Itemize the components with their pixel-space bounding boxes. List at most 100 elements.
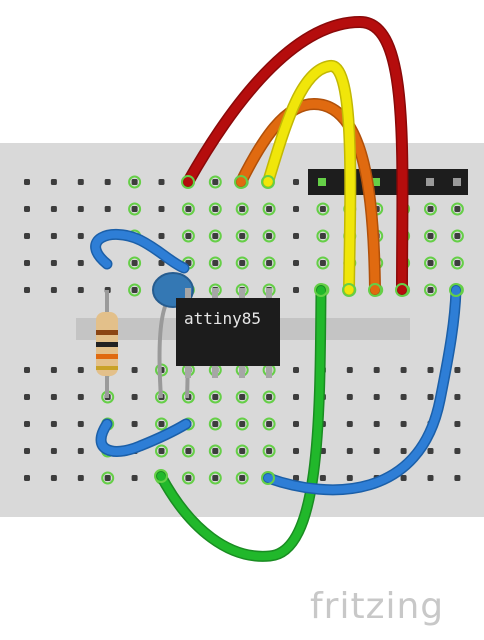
header-pin bbox=[426, 178, 434, 186]
breadboard-hole bbox=[293, 287, 299, 293]
breadboard-hole bbox=[427, 260, 434, 266]
breadboard-hole bbox=[373, 448, 380, 454]
breadboard-hole bbox=[131, 475, 138, 481]
hole-highlight bbox=[208, 256, 222, 270]
breadboard-hole bbox=[454, 448, 461, 454]
chip-pin bbox=[185, 366, 191, 378]
hole-highlight bbox=[450, 256, 464, 270]
breadboard-hole bbox=[293, 367, 299, 373]
hole-highlight bbox=[235, 229, 249, 243]
breadboard-hole bbox=[50, 233, 57, 239]
hole-highlight bbox=[155, 417, 168, 431]
hole-highlight bbox=[424, 256, 437, 270]
breadboard-hole bbox=[185, 448, 192, 454]
breadboard-hole bbox=[77, 394, 84, 400]
breadboard-hole bbox=[24, 394, 30, 400]
breadboard-hole bbox=[427, 475, 434, 481]
wire-blue-top-left bbox=[90, 228, 190, 274]
fritzing-logo: fritzing bbox=[310, 586, 445, 627]
breadboard-hole bbox=[212, 260, 219, 266]
pin-header bbox=[308, 169, 468, 195]
hole-highlight bbox=[235, 202, 249, 216]
breadboard-hole bbox=[77, 448, 84, 454]
breadboard-hole bbox=[24, 475, 30, 481]
breadboard-hole bbox=[104, 206, 111, 212]
hole-highlight bbox=[316, 256, 330, 270]
chip-pin bbox=[212, 288, 218, 300]
hole-highlight bbox=[424, 283, 437, 297]
breadboard-hole bbox=[454, 421, 461, 427]
chip-pin bbox=[239, 288, 245, 300]
hole-highlight bbox=[262, 444, 276, 458]
breadboard-hole bbox=[319, 260, 326, 266]
breadboard-hole bbox=[293, 394, 299, 400]
breadboard-hole bbox=[427, 233, 434, 239]
attiny85-chip: attiny85 bbox=[176, 288, 280, 378]
breadboard-hole bbox=[454, 233, 461, 239]
breadboard-hole bbox=[158, 179, 165, 185]
breadboard-hole bbox=[77, 206, 84, 212]
chip-label: attiny85 bbox=[184, 309, 261, 328]
wire-blue-right bbox=[262, 284, 462, 496]
breadboard-hole bbox=[104, 475, 111, 481]
breadboard-hole bbox=[24, 260, 30, 266]
breadboard-hole bbox=[427, 287, 434, 293]
breadboard-hole bbox=[293, 179, 299, 185]
breadboard-hole bbox=[319, 206, 326, 212]
hole-highlight bbox=[262, 202, 276, 216]
breadboard-hole bbox=[454, 367, 461, 373]
breadboard-hole bbox=[212, 475, 219, 481]
breadboard-hole bbox=[77, 287, 84, 293]
breadboard-hole bbox=[24, 233, 30, 239]
breadboard-hole bbox=[239, 260, 246, 266]
breadboard-hole bbox=[50, 206, 57, 212]
breadboard-hole bbox=[266, 260, 273, 266]
breadboard-hole bbox=[24, 179, 30, 185]
breadboard-hole bbox=[77, 421, 84, 427]
hole-highlight bbox=[208, 175, 222, 189]
breadboard-hole bbox=[50, 448, 57, 454]
breadboard-hole bbox=[400, 448, 407, 454]
breadboard-hole bbox=[131, 367, 138, 373]
hole-highlight bbox=[181, 444, 195, 458]
header-pin bbox=[372, 178, 380, 186]
breadboard-hole bbox=[239, 394, 246, 400]
breadboard-hole bbox=[185, 206, 192, 212]
breadboard-hole bbox=[77, 367, 84, 373]
breadboard-hole bbox=[104, 179, 111, 185]
hole-highlight bbox=[235, 390, 249, 404]
hole-highlight bbox=[128, 175, 142, 189]
hole-highlight bbox=[208, 229, 222, 243]
breadboard-hole bbox=[266, 448, 273, 454]
breadboard-hole bbox=[427, 367, 434, 373]
breadboard-hole bbox=[293, 448, 299, 454]
hole-highlight bbox=[316, 229, 330, 243]
hole-highlight bbox=[235, 471, 249, 485]
breadboard-hole bbox=[158, 260, 165, 266]
hole-highlight bbox=[235, 417, 249, 431]
breadboard-hole bbox=[131, 394, 138, 400]
breadboard-hole bbox=[185, 475, 192, 481]
breadboard-hole bbox=[77, 475, 84, 481]
breadboard-hole bbox=[266, 233, 273, 239]
breadboard-hole bbox=[212, 233, 219, 239]
breadboard-hole bbox=[131, 179, 138, 185]
breadboard-hole bbox=[158, 421, 165, 427]
breadboard-hole bbox=[131, 206, 138, 212]
hole-highlight bbox=[235, 256, 249, 270]
breadboard-hole bbox=[454, 394, 461, 400]
breadboard-hole bbox=[50, 287, 57, 293]
hole-highlight bbox=[262, 256, 276, 270]
breadboard-hole bbox=[131, 260, 138, 266]
wire-green-long bbox=[155, 284, 327, 562]
breadboard-hole bbox=[454, 206, 461, 212]
hole-highlight bbox=[208, 471, 222, 485]
breadboard-hole bbox=[400, 475, 407, 481]
resistor bbox=[96, 290, 118, 398]
hole-highlight bbox=[181, 202, 195, 216]
breadboard-hole bbox=[24, 206, 30, 212]
breadboard-hole bbox=[454, 475, 461, 481]
breadboard-hole bbox=[24, 367, 30, 373]
breadboard-hole bbox=[400, 367, 407, 373]
